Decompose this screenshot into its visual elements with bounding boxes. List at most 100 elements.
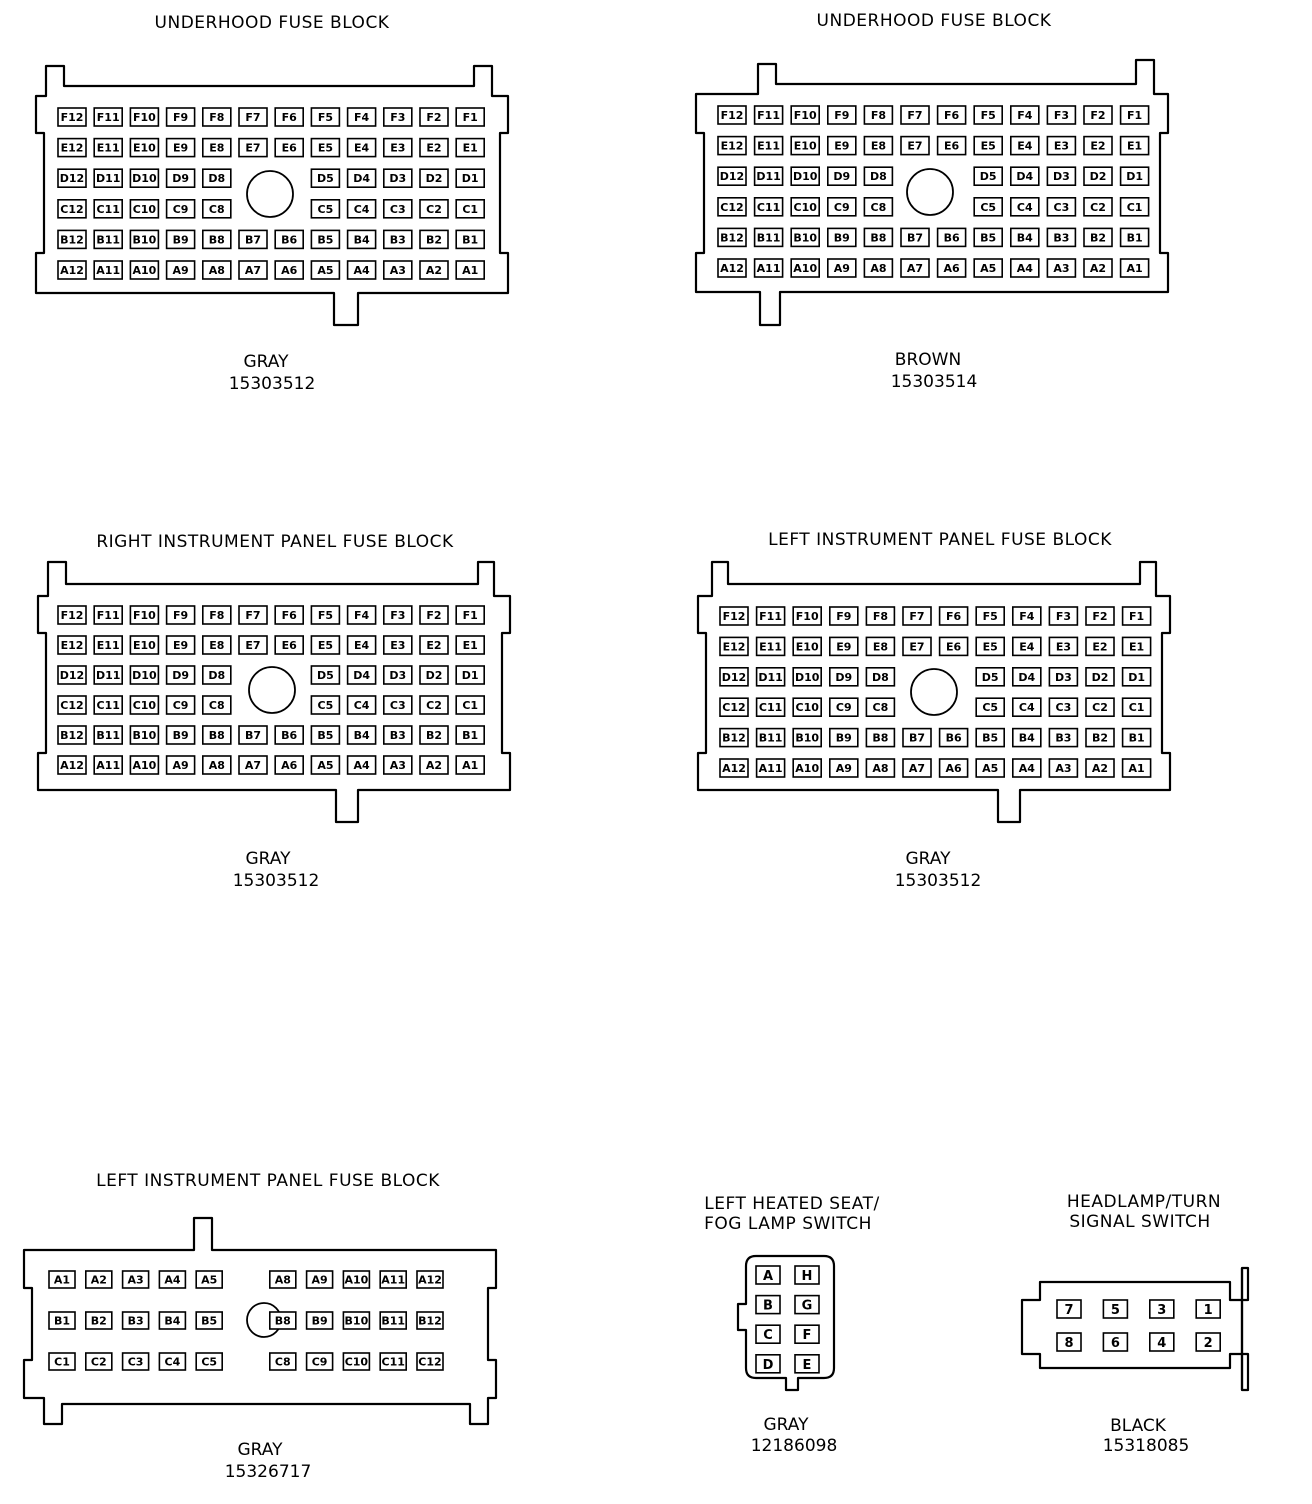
pin-label: D8 <box>870 170 887 183</box>
pin-cavity-box <box>121 1270 150 1289</box>
pin-label: E4 <box>1017 140 1033 153</box>
pin-cavity: C4 <box>346 695 377 715</box>
pin-label: A3 <box>390 759 406 772</box>
pin-label: D3 <box>389 669 406 682</box>
pin-cavity: C10 <box>129 695 160 715</box>
pin-label: C3 <box>390 203 406 216</box>
pin-cavity-box <box>455 168 486 188</box>
pin-cavity-box <box>828 697 859 718</box>
pin-cavity-box <box>1083 197 1113 217</box>
pin-cavity: E9 <box>165 635 196 655</box>
pin-label: C1 <box>462 203 478 216</box>
pin-cavity-box <box>1083 166 1113 186</box>
pin-label: D11 <box>756 170 780 183</box>
pin-cavity-box <box>129 755 160 775</box>
pin-label: F10 <box>133 111 156 124</box>
pin-cavity: E12 <box>719 636 749 657</box>
pin-cavity: F10 <box>129 605 160 625</box>
pin-cavity-box <box>863 258 894 278</box>
pin-cavity-box <box>121 1311 150 1330</box>
pin-label: C11 <box>97 203 120 216</box>
pin-label: B11 <box>757 231 781 244</box>
pin-cavity: F1 <box>1121 606 1152 626</box>
pin-cavity-box <box>238 725 268 745</box>
pin-cavity: A4 <box>1009 258 1040 278</box>
keying-hole <box>910 668 958 716</box>
pin-cavity-box <box>1011 606 1042 626</box>
pin-cavity-box <box>165 137 196 158</box>
pin-cavity-box <box>1085 727 1115 748</box>
pin-cavity-box <box>346 107 377 127</box>
pin-cavity-box <box>129 168 160 188</box>
pin-cavity: B5 <box>195 1311 223 1330</box>
pin-cavity-box <box>792 758 823 778</box>
pin-cavity: F6 <box>936 105 967 125</box>
pin-label: D1 <box>462 669 479 682</box>
pin-cavity-box <box>755 666 786 687</box>
pin-cavity: E12 <box>717 135 747 156</box>
pin-cavity-box <box>57 229 87 250</box>
connector-title: UNDERHOOD FUSE BLOCK <box>155 13 390 33</box>
pin-cavity: D2 <box>1085 666 1115 687</box>
pin-cavity-box <box>274 229 305 250</box>
pin-cavity-box <box>1046 166 1077 186</box>
pin-cavity-box <box>1083 105 1113 125</box>
pin-cavity-box <box>310 665 341 685</box>
pin-cavity: A1 <box>455 260 486 280</box>
pin-cavity: F11 <box>93 107 123 127</box>
pin-cavity: C3 <box>1048 697 1079 718</box>
pin-label: E3 <box>390 142 405 155</box>
pin-label: B10 <box>133 233 157 246</box>
pin-cavity-box <box>1048 758 1079 778</box>
pin-label: B9 <box>312 1315 328 1328</box>
connector-part-number: 15326717 <box>225 1462 312 1482</box>
pin-cavity: C4 <box>158 1352 187 1371</box>
pin-label: C3 <box>1054 201 1070 214</box>
pin-cavity: C11 <box>753 197 784 217</box>
pin-cavity-box <box>1046 227 1077 248</box>
pin-cavity: E1 <box>455 635 486 655</box>
pin-label: E7 <box>907 140 922 153</box>
pin-label: B5 <box>317 233 333 246</box>
pin-cavity-box <box>792 727 823 748</box>
pin-cavity-box <box>274 260 305 280</box>
pin-label: A2 <box>91 1274 107 1287</box>
pin-label: A1 <box>462 759 478 772</box>
pin-label: G <box>802 1299 813 1314</box>
pin-cavity: 8 <box>1056 1332 1082 1352</box>
pin-cavity: E5 <box>973 135 1004 156</box>
pin-cavity-box <box>973 258 1004 278</box>
pin-cavity: A10 <box>129 260 160 280</box>
pin-cavity: C4 <box>1009 197 1040 217</box>
pin-cavity: B5 <box>310 725 341 745</box>
pin-cavity-box <box>379 1352 408 1371</box>
pin-label: E <box>803 1358 812 1373</box>
pin-cavity: B9 <box>165 725 196 745</box>
pin-cavity-box <box>828 758 859 778</box>
pin-cavity: C12 <box>57 695 87 715</box>
pin-cavity: A11 <box>753 258 784 278</box>
pin-label: F3 <box>390 111 405 124</box>
pin-cavity: F11 <box>755 606 786 626</box>
pin-label: A5 <box>317 759 333 772</box>
connector-housing-outline <box>736 1254 836 1392</box>
pin-label: B2 <box>91 1315 107 1328</box>
pin-cavity-box <box>455 199 486 219</box>
pin-cavity-box <box>900 227 930 248</box>
pin-cavity: F1 <box>1119 105 1150 125</box>
pin-cavity: B4 <box>346 725 377 745</box>
pin-cavity-box <box>1011 636 1042 657</box>
pin-cavity: B10 <box>129 725 160 745</box>
pin-label: E1 <box>1129 640 1144 653</box>
pin-cavity-box <box>382 605 413 625</box>
pin-label: F2 <box>1090 109 1105 122</box>
pin-label: B8 <box>209 233 225 246</box>
pin-cavity-box <box>936 258 967 278</box>
pin-label: C12 <box>60 699 83 712</box>
pin-cavity: C3 <box>121 1352 150 1371</box>
pin-cavity: A10 <box>129 755 160 775</box>
pin-cavity: A11 <box>755 758 786 778</box>
pin-cavity-box <box>129 695 160 715</box>
pin-cavity: D1 <box>1121 666 1152 687</box>
